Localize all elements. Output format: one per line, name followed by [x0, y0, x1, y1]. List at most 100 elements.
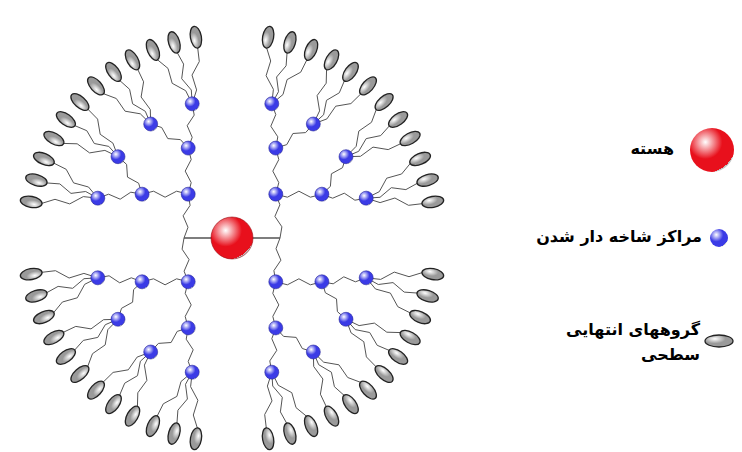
- branch-line: [266, 47, 273, 104]
- legend-swatch: [705, 335, 733, 347]
- branch-line: [192, 47, 199, 104]
- end-group: [166, 421, 183, 445]
- end-group: [415, 288, 439, 305]
- end-group: [282, 30, 299, 54]
- end-group: [42, 128, 67, 148]
- end-group: [32, 308, 57, 327]
- branch-line: [366, 272, 423, 279]
- legend-text: گروههای انتهایی سطحی: [540, 318, 700, 368]
- end-group: [144, 414, 163, 439]
- branch-line: [366, 278, 411, 313]
- branch-point: [135, 275, 149, 289]
- branch-points: [91, 97, 373, 379]
- legend-text: مراکز شاخه دار شدن: [536, 225, 702, 250]
- branch-lines: [41, 47, 423, 429]
- end-group: [408, 150, 433, 169]
- branch-point: [111, 150, 125, 164]
- end-group: [54, 346, 78, 368]
- branch-line: [313, 80, 344, 124]
- branch-line: [313, 69, 326, 124]
- end-group: [357, 378, 380, 402]
- branch-point: [181, 141, 195, 155]
- end-group: [398, 327, 423, 347]
- end-group: [372, 91, 396, 114]
- branch-line: [157, 59, 192, 104]
- end-group: [42, 327, 67, 347]
- branch-line: [41, 197, 98, 204]
- branch-line: [119, 352, 150, 396]
- legend-swatch: [710, 229, 728, 247]
- branch-line: [346, 319, 390, 350]
- branch-line: [137, 69, 150, 124]
- branch-line: [346, 125, 390, 156]
- branch-line: [272, 372, 307, 417]
- branch-line: [272, 372, 287, 424]
- branch-point: [315, 275, 329, 289]
- end-group: [302, 414, 321, 439]
- branch-line: [87, 319, 118, 367]
- branch-point: [359, 271, 373, 285]
- branch-point: [185, 97, 199, 111]
- branch-line: [191, 372, 198, 429]
- branch-line: [272, 52, 287, 104]
- branch-point: [91, 271, 105, 285]
- branch-line: [74, 125, 118, 156]
- core-sphere: [211, 217, 253, 259]
- branch-line: [346, 319, 377, 367]
- end-group: [166, 30, 183, 54]
- end-group: [122, 404, 142, 429]
- end-groups: [19, 25, 444, 450]
- branch-point: [91, 191, 105, 205]
- end-group: [398, 128, 423, 148]
- end-group: [321, 48, 341, 73]
- end-group: [122, 48, 142, 73]
- end-group: [415, 172, 439, 189]
- end-group: [19, 267, 43, 282]
- end-group: [282, 421, 299, 445]
- end-group: [68, 363, 92, 386]
- branch-line: [63, 143, 118, 156]
- end-group: [189, 427, 204, 451]
- end-group: [386, 346, 410, 368]
- end-group: [144, 38, 163, 63]
- branch-line: [177, 52, 192, 104]
- branch-point: [144, 345, 158, 359]
- branch-line: [346, 319, 401, 332]
- end-group: [357, 74, 380, 98]
- end-group: [85, 74, 108, 98]
- end-group: [85, 378, 108, 402]
- branch-line: [313, 352, 361, 383]
- end-group: [19, 195, 43, 210]
- branch-line: [366, 278, 418, 293]
- branch-line: [272, 59, 307, 104]
- branch-line: [63, 319, 118, 332]
- branch-point: [306, 345, 320, 359]
- end-group: [54, 109, 78, 131]
- branch-line: [313, 352, 344, 396]
- branch-point: [185, 365, 199, 379]
- branch-point: [339, 150, 353, 164]
- end-group: [261, 427, 276, 451]
- end-group: [68, 91, 92, 114]
- branch-line: [74, 319, 118, 350]
- branch-point: [315, 187, 329, 201]
- branch-point: [181, 187, 195, 201]
- branch-line: [137, 352, 150, 407]
- legend-text: هسته: [630, 137, 674, 162]
- branch-point: [269, 321, 283, 335]
- branch-line: [119, 80, 150, 124]
- branch-point: [144, 117, 158, 131]
- branch-line: [46, 183, 98, 198]
- branch-line: [265, 372, 272, 429]
- branch-line: [87, 109, 118, 157]
- end-group: [103, 392, 125, 416]
- branch-point: [111, 312, 125, 326]
- branch-point: [265, 97, 279, 111]
- end-group: [408, 308, 433, 327]
- branch-point: [269, 141, 283, 155]
- branch-point: [181, 275, 195, 289]
- branch-line: [346, 143, 401, 156]
- end-group: [189, 25, 204, 49]
- branch-point: [269, 187, 283, 201]
